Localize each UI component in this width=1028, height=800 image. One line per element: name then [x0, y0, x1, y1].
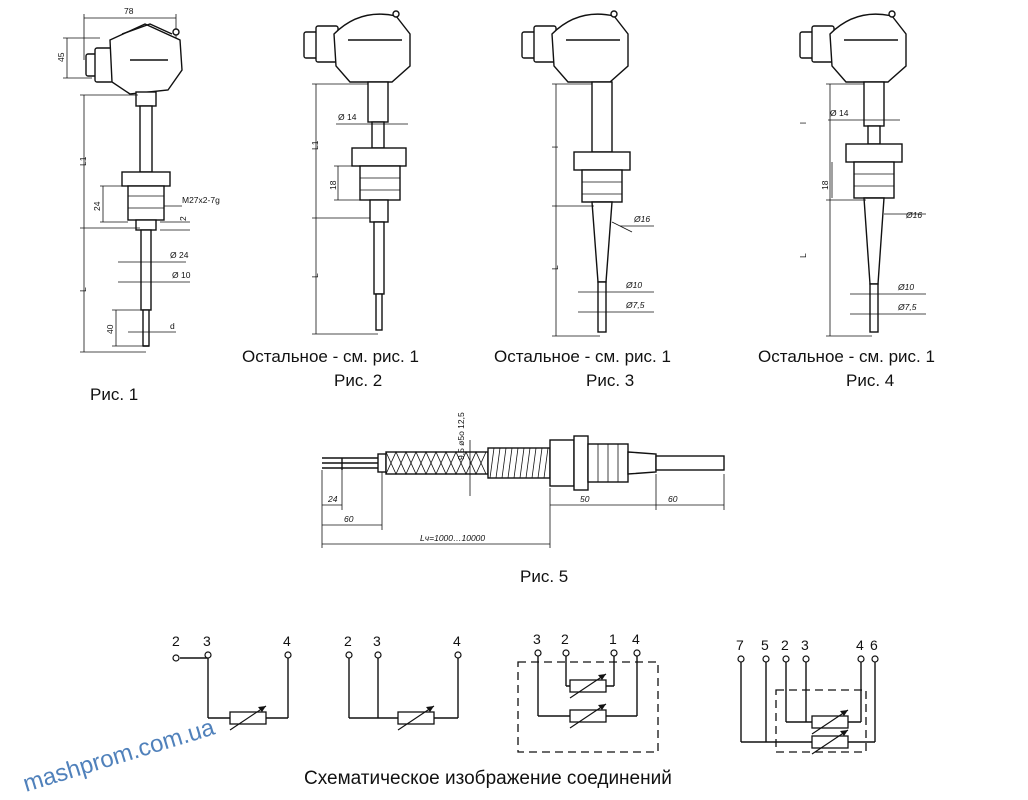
dim-18: 18	[328, 180, 338, 190]
dim-d14: Ø 14	[830, 108, 849, 118]
dim-d75: Ø7,5	[625, 300, 645, 310]
pin-label: 2	[172, 633, 180, 649]
dim-60b: 60	[668, 494, 678, 504]
pin-label: 7	[736, 637, 744, 653]
dim-L: L	[798, 253, 808, 258]
dim-24: 24	[92, 201, 102, 211]
pin-label: 2	[344, 633, 352, 649]
pin-label: 3	[203, 633, 211, 649]
caption-fig1: Рис. 1	[90, 385, 138, 404]
caption-fig2: Рис. 2	[334, 371, 382, 390]
dim-d: d	[170, 321, 175, 331]
pin-label: 5	[761, 637, 769, 653]
pin-label: 3	[373, 633, 381, 649]
pin-label: 2	[781, 637, 789, 653]
dim-L: L	[550, 265, 560, 270]
dim-d10: Ø10	[897, 282, 914, 292]
pin-label: 1	[609, 631, 617, 647]
dim-L1: L1	[310, 140, 320, 150]
dim-d16: Ø16	[633, 214, 650, 224]
dim-40: 40	[105, 324, 115, 334]
dim-24: 24	[327, 494, 338, 504]
note-fig3: Остальное - см. рис. 1	[494, 347, 671, 366]
pin-label: 4	[453, 633, 461, 649]
dim-diameters: 9,5 ø5о 12,5	[456, 412, 466, 460]
dim-d10: Ø 10	[172, 270, 191, 280]
dim-d10: Ø10	[625, 280, 642, 290]
schematic-2: 2 3 4	[344, 633, 462, 731]
pin-label: 3	[801, 637, 809, 653]
caption-fig5: Рис. 5	[520, 567, 568, 586]
dim-78: 78	[124, 6, 134, 16]
pin-label: 2	[561, 631, 569, 647]
watermark-text: mashprom.com.ua	[20, 714, 219, 798]
figure-1: 78 45 L1 L 24	[56, 6, 220, 404]
dim-d16: Ø16	[905, 210, 922, 220]
dim-l: l	[550, 146, 560, 148]
pin-label: 3	[533, 631, 541, 647]
dim-d75: Ø7,5	[897, 302, 917, 312]
schematic-1: 2 3 4	[172, 633, 292, 731]
figure-3: l L Ø16 Ø10 Ø7,5 Остальное - см. рис. 1 …	[494, 10, 671, 390]
pin-label: 4	[283, 633, 291, 649]
schematics-title: Схематическое изображение соединений	[304, 768, 672, 789]
pin-label: 4	[856, 637, 864, 653]
dim-18: 18	[820, 180, 830, 190]
note-fig2: Остальное - см. рис. 1	[242, 347, 419, 366]
schematic-4: 7 5 2 3 4 6	[736, 637, 879, 755]
pin-label: 4	[632, 631, 640, 647]
schematic-3: 3 2 1 4	[517, 631, 659, 753]
dim-d14: Ø 14	[338, 112, 357, 122]
figure-4: l L Ø 14 18 Ø16 Ø10 Ø7,5 Остальное - см.…	[758, 10, 935, 390]
pin-label: 6	[870, 637, 878, 653]
dim-l: l	[798, 122, 808, 124]
dim-2: 2	[178, 216, 188, 221]
caption-fig4: Рис. 4	[846, 371, 894, 390]
dim-50: 50	[580, 494, 590, 504]
figure-5: 9,5 ø5о 12,5 24 60 Lч=1000…10000 50 60 Р…	[321, 412, 725, 586]
dim-L: L	[310, 273, 320, 278]
dim-L1: L1	[78, 156, 88, 166]
dim-length: Lч=1000…10000	[420, 533, 485, 543]
caption-fig3: Рис. 3	[586, 371, 634, 390]
note-fig4: Остальное - см. рис. 1	[758, 347, 935, 366]
dim-thread: M27x2-7g	[182, 195, 220, 205]
figure-2: L1 L Ø 14 18 Остальное - см. рис. 1 Рис.…	[242, 10, 419, 390]
dim-L: L	[78, 287, 88, 292]
dim-60a: 60	[344, 514, 354, 524]
dim-d24: Ø 24	[170, 250, 189, 260]
dim-45: 45	[56, 52, 66, 62]
